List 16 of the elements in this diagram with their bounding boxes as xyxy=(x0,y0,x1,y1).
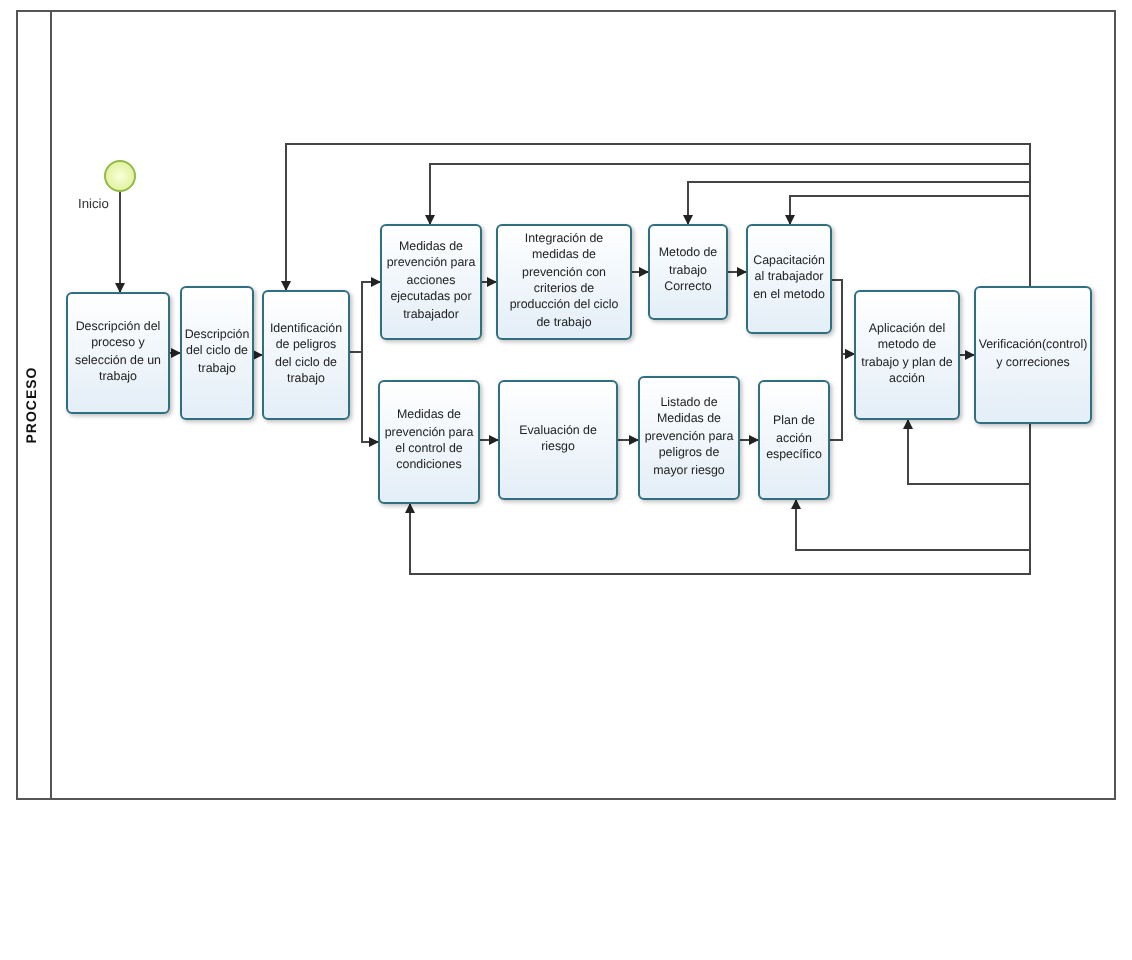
arrow xyxy=(631,267,649,277)
arrow xyxy=(253,350,263,360)
arrow xyxy=(481,277,497,287)
arrow xyxy=(785,195,1031,287)
arrow xyxy=(479,435,499,445)
arrow xyxy=(281,143,1031,291)
arrow xyxy=(617,435,639,445)
arrow xyxy=(829,349,855,441)
start-event-circle xyxy=(104,160,136,192)
arrow xyxy=(727,267,747,277)
arrow xyxy=(959,350,975,360)
arrow xyxy=(739,435,759,445)
arrow xyxy=(115,191,125,293)
arrow xyxy=(169,348,181,358)
arrow xyxy=(349,351,379,447)
arrow xyxy=(903,419,1031,485)
